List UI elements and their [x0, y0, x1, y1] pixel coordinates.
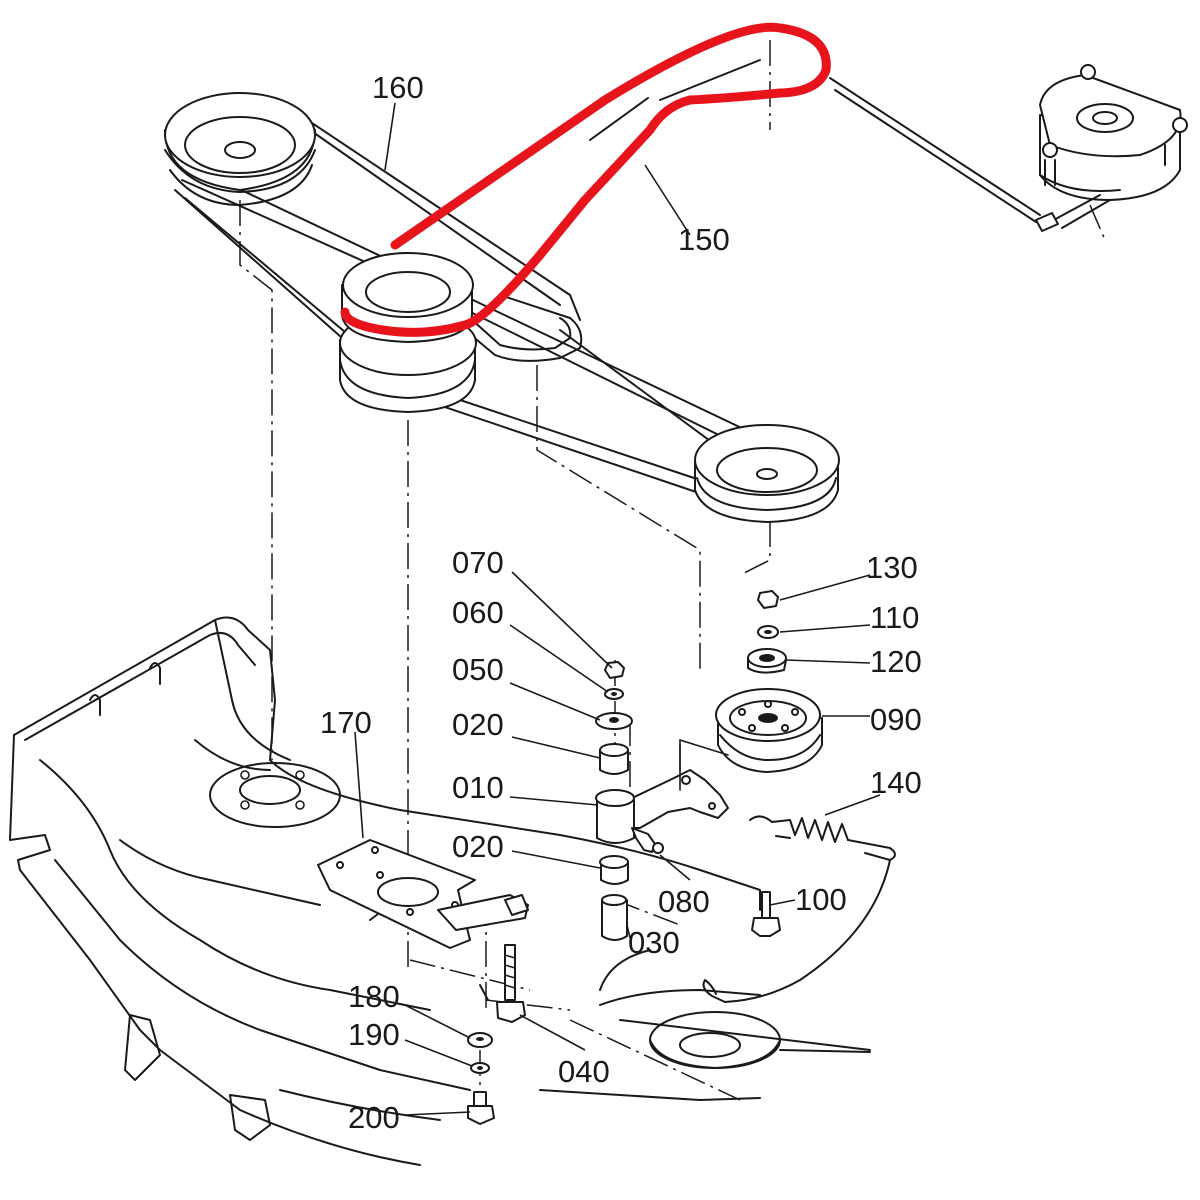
- label-040: 040: [558, 1054, 610, 1089]
- pivot-bushing-010: [595, 789, 635, 844]
- label-060: 060: [452, 595, 504, 630]
- cable-hook: [702, 979, 726, 1003]
- belt-150: [464, 59, 1041, 362]
- left-spindle-mount: [209, 762, 341, 828]
- label-130: 130: [866, 550, 918, 585]
- lock-washer-060: [604, 688, 624, 700]
- label-160: 160: [372, 70, 424, 105]
- bushing-020-lower: [599, 855, 629, 885]
- nut-130: [757, 590, 779, 609]
- idler-pulley-090: [715, 688, 823, 773]
- label-030: 030: [628, 925, 680, 960]
- highlighted-belt-outline: [340, 22, 831, 337]
- grease-fitting-080: [631, 827, 664, 854]
- bushing-020-upper: [599, 743, 629, 775]
- tension-spring-140: [749, 815, 896, 861]
- label-170: 170: [320, 705, 372, 740]
- label-090: 090: [870, 702, 922, 737]
- bolt-200: [467, 1091, 495, 1125]
- label-180: 180: [348, 979, 400, 1014]
- label-080: 080: [658, 884, 710, 919]
- lever-plate: [437, 894, 529, 931]
- label-070: 070: [452, 545, 504, 580]
- lock-washer-190: [470, 1062, 490, 1074]
- label-050: 050: [452, 652, 504, 687]
- collar-030: [601, 894, 628, 941]
- idler-pulley-stack: [715, 590, 823, 773]
- washer-180: [467, 1032, 493, 1048]
- bearing-120: [747, 648, 787, 674]
- label-140: 140: [870, 765, 922, 800]
- label-020-lower: 020: [452, 829, 504, 864]
- label-020-upper: 020: [452, 707, 504, 742]
- bolt-040: [496, 944, 526, 1023]
- label-120: 120: [870, 644, 922, 679]
- electric-pto-clutch: [1035, 64, 1188, 232]
- label-190: 190: [348, 1017, 400, 1052]
- washer-050: [595, 712, 633, 730]
- pulley-top-left: [164, 92, 316, 206]
- label-200: 200: [348, 1100, 400, 1135]
- pulley-lower-right: [694, 424, 840, 523]
- label-110: 110: [870, 600, 919, 635]
- label-010: 010: [452, 770, 504, 805]
- leader-lines: [354, 102, 881, 1116]
- tension-arm-assembly: [627, 739, 729, 829]
- small-pin: [479, 984, 489, 1001]
- part-labels: 160 150 130 110 120 090 140 100 070 060 …: [320, 70, 922, 1135]
- label-150: 150: [678, 222, 730, 257]
- bolt-100: [751, 891, 781, 937]
- right-spindle-mount: [649, 1011, 871, 1069]
- mower-deck-housing: [9, 616, 871, 1166]
- label-100: 100: [795, 882, 847, 917]
- control-cable: [724, 859, 891, 1003]
